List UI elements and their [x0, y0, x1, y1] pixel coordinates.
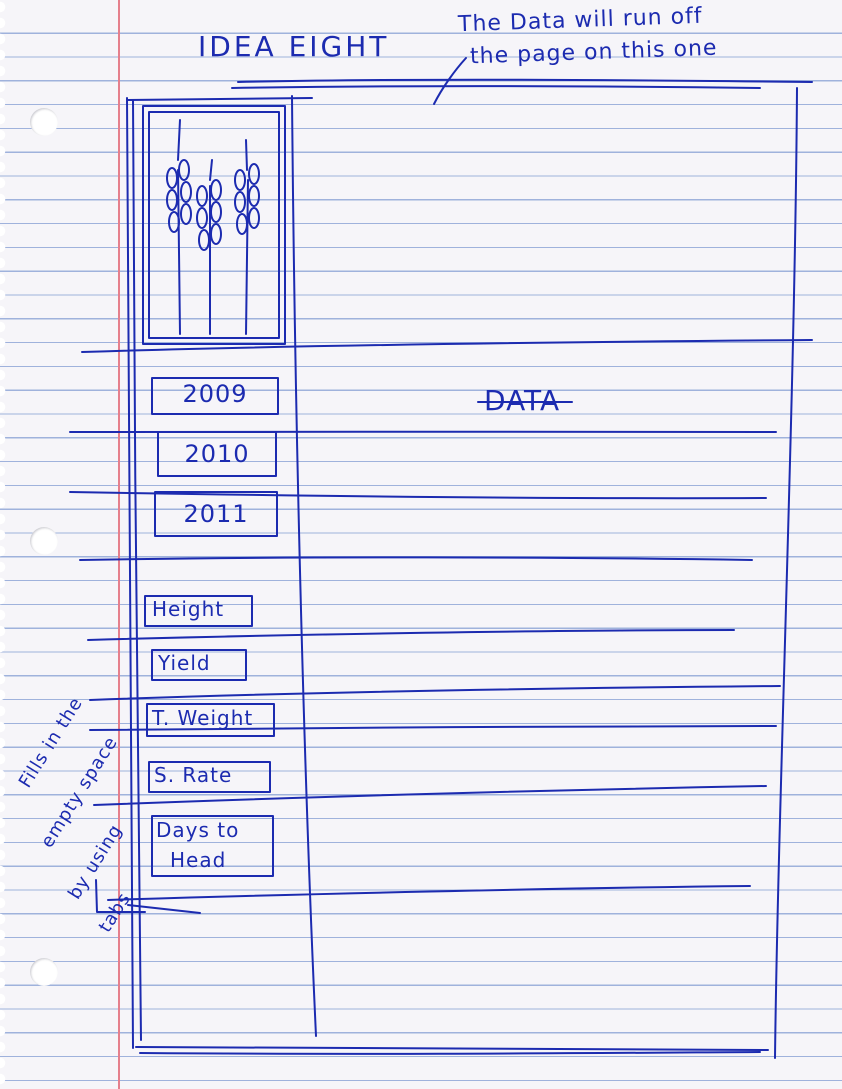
year-button-outline	[154, 491, 278, 537]
side-note-bracket	[95, 879, 146, 913]
data-row-line	[93, 785, 767, 806]
year-button-2009[interactable]: 2009	[182, 380, 248, 408]
year-button-2011[interactable]: 2011	[183, 500, 249, 528]
sidebar-left-edge	[132, 99, 142, 1041]
tab-outline	[146, 703, 275, 737]
binder-hole	[30, 958, 58, 986]
year-button-outline	[157, 431, 277, 477]
tab-t-weight[interactable]: T. Weight	[152, 706, 254, 730]
data-row-line	[107, 885, 751, 901]
image-box	[142, 105, 286, 345]
data-row-line	[89, 685, 781, 701]
data-row-line	[127, 904, 201, 914]
tab-days-to-head-line1[interactable]: Days to	[156, 818, 240, 842]
data-area-label: DATA	[484, 384, 561, 417]
year-button-outline	[151, 377, 279, 415]
tab-outline	[148, 761, 271, 793]
data-row-line	[81, 339, 813, 353]
frame-top-line	[231, 85, 761, 89]
data-row-line	[89, 725, 777, 731]
page-title: IDEA EIGHT	[198, 30, 390, 63]
tab-outline	[151, 815, 274, 877]
year-button-2010[interactable]: 2010	[184, 440, 250, 468]
perforated-edge	[0, 0, 14, 1089]
sidebar-left-edge	[126, 97, 134, 1049]
sidebar-top-line	[127, 97, 313, 101]
tab-height[interactable]: Height	[152, 597, 225, 621]
tab-yield[interactable]: Yield	[158, 651, 211, 675]
data-row-line	[79, 556, 753, 561]
tab-outline	[144, 595, 253, 627]
frame-bottom-line	[139, 1051, 761, 1055]
frame-top-line	[237, 78, 813, 83]
image-box-inner	[148, 111, 280, 339]
frame-bottom-line	[135, 1046, 769, 1051]
binder-hole	[30, 527, 58, 555]
frame-right-edge	[774, 87, 798, 1059]
sidebar-right-edge	[291, 95, 317, 1037]
note-arrow	[433, 57, 467, 105]
binder-hole	[30, 108, 58, 136]
margin-line	[118, 0, 120, 1089]
tab-days-to-head-line2[interactable]: Head	[170, 848, 227, 872]
wheat-icon	[166, 119, 260, 335]
data-row-line	[87, 629, 735, 641]
tab-outline	[151, 649, 247, 681]
tab-s-rate[interactable]: S. Rate	[154, 763, 233, 787]
data-row-line	[69, 491, 767, 500]
